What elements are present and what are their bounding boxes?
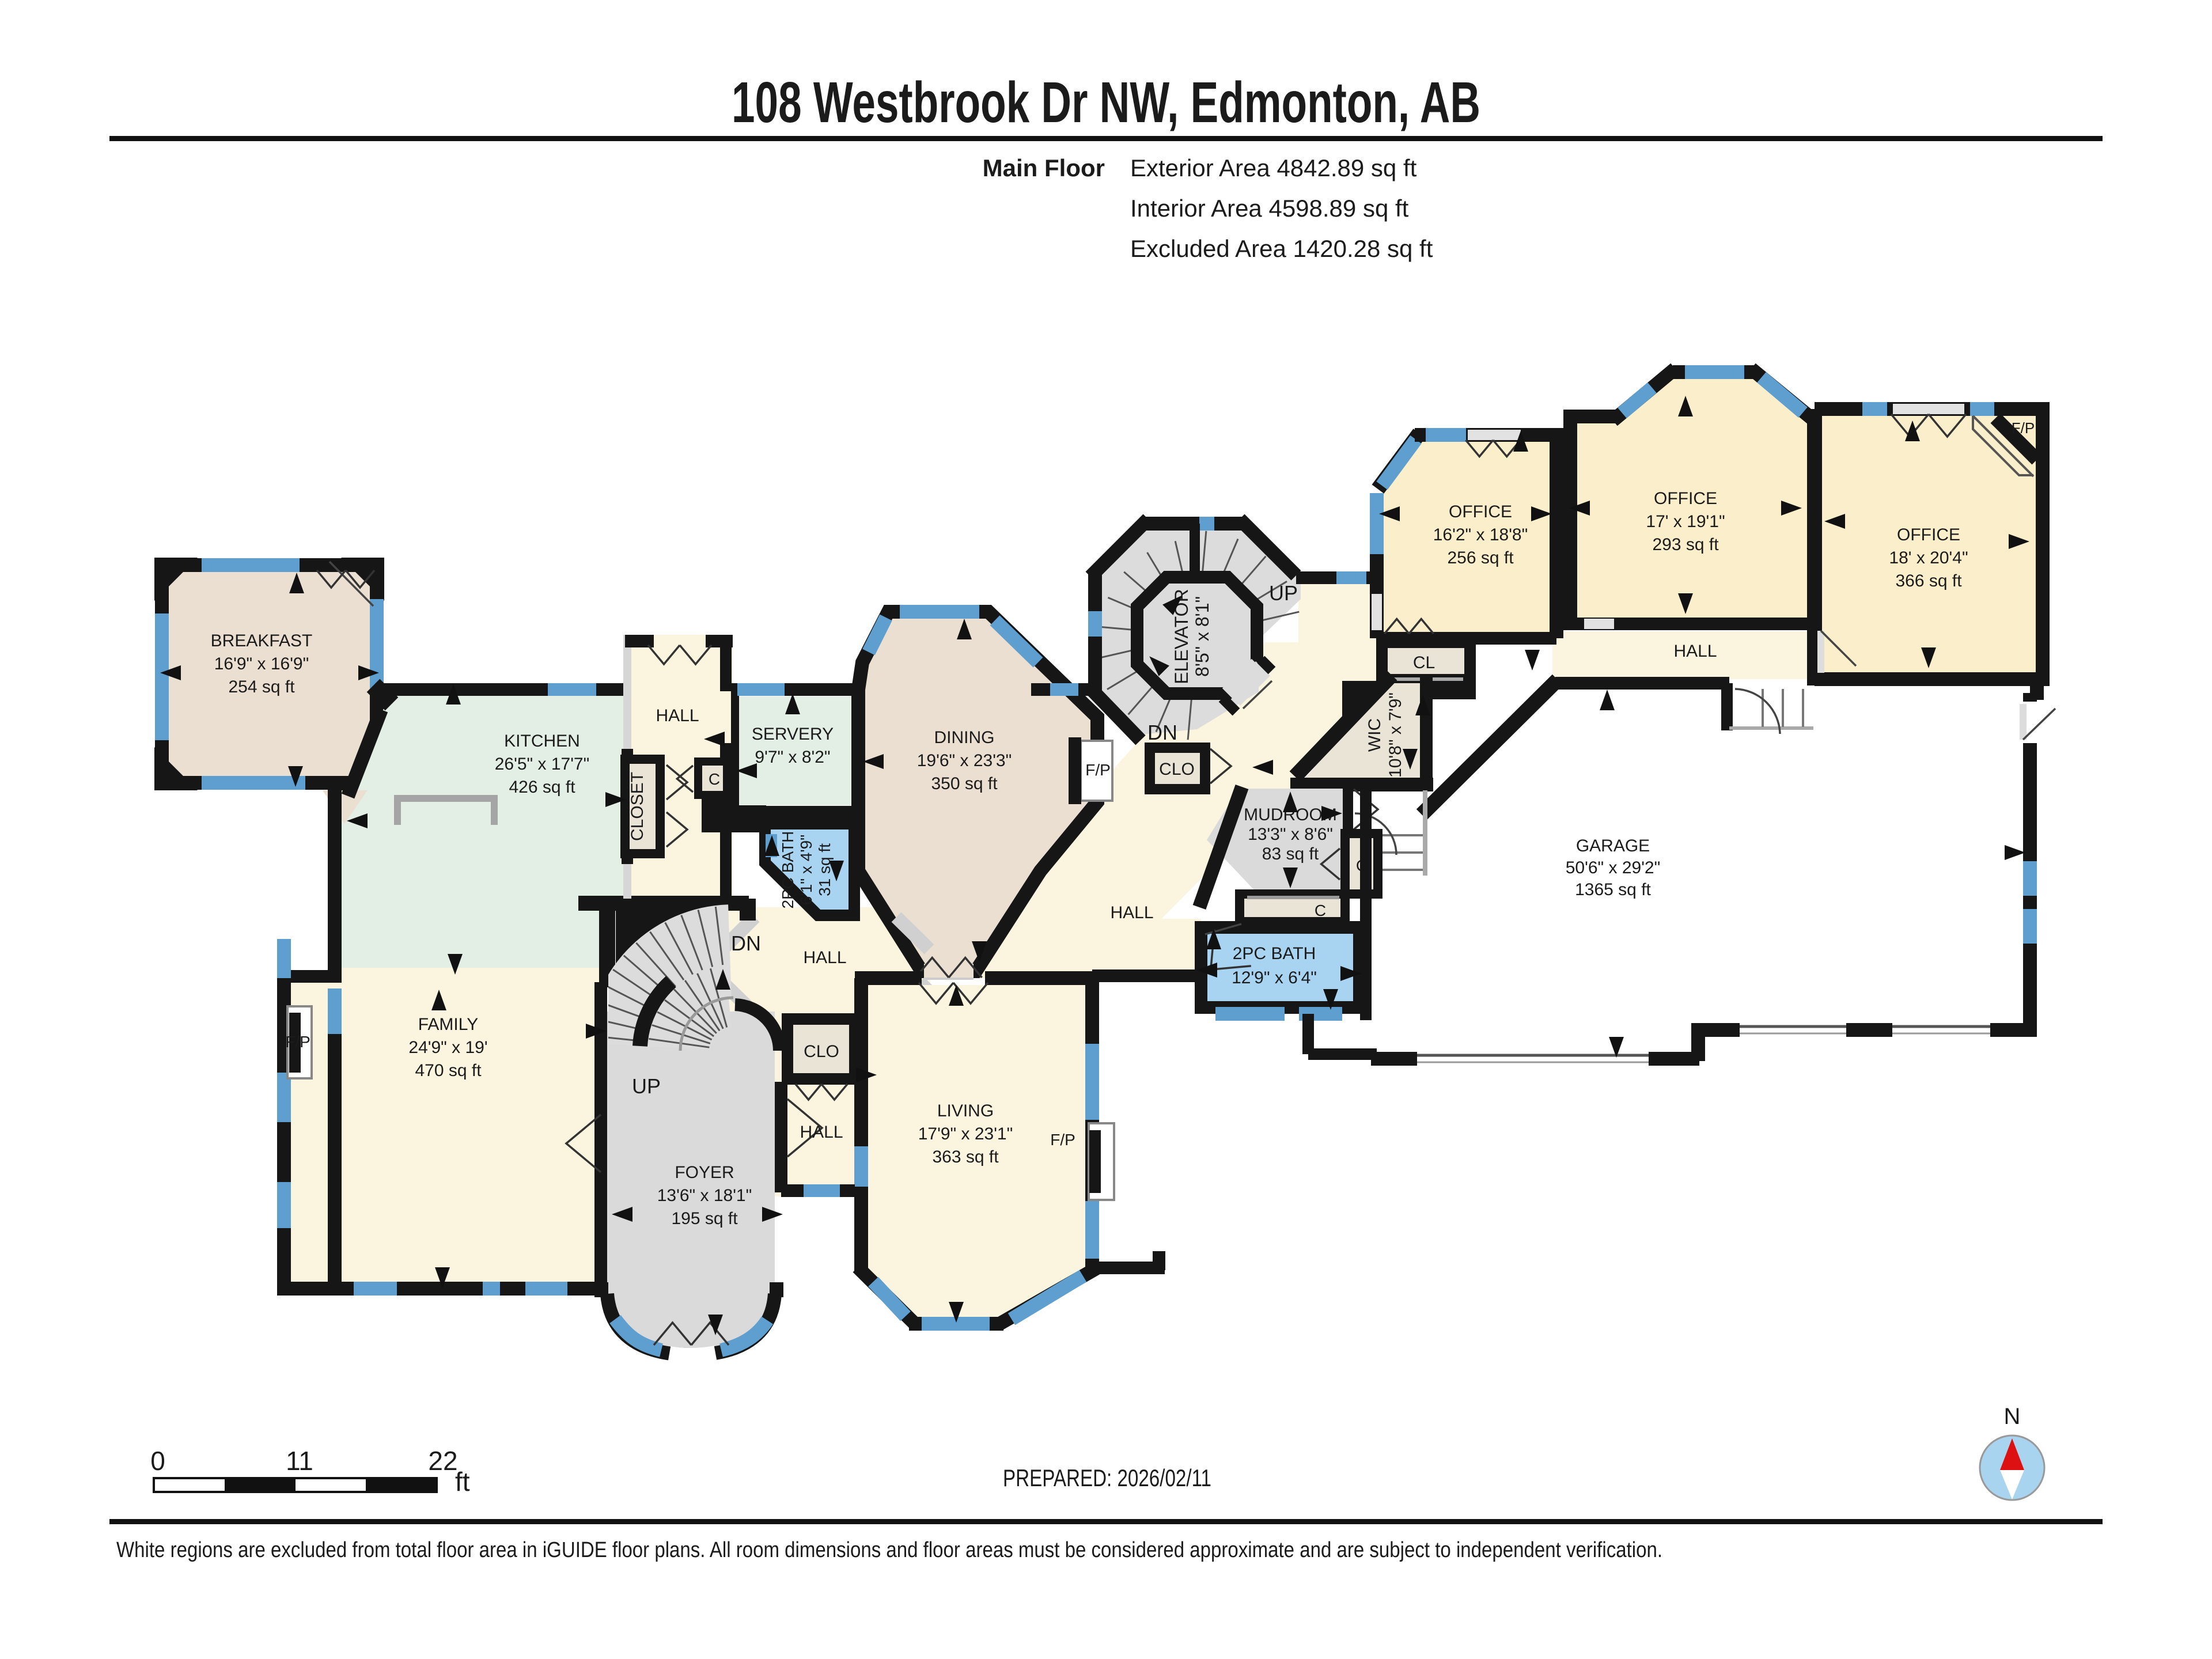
svg-text:F/P: F/P — [1050, 1131, 1075, 1149]
svg-text:FOYER: FOYER — [675, 1163, 734, 1182]
svg-text:BREAKFAST: BREAKFAST — [211, 631, 313, 650]
svg-text:256 sq ft: 256 sq ft — [1447, 548, 1514, 567]
svg-text:ft: ft — [455, 1467, 470, 1497]
svg-text:C: C — [1315, 902, 1326, 919]
svg-text:2PC BATH: 2PC BATH — [1233, 944, 1316, 963]
svg-text:N: N — [2004, 1404, 2021, 1429]
svg-text:363 sq ft: 363 sq ft — [932, 1147, 999, 1166]
svg-text:18' x 20'4": 18' x 20'4" — [1889, 548, 1968, 567]
svg-text:13'6" x 18'1": 13'6" x 18'1" — [657, 1186, 752, 1205]
svg-text:SERVERY: SERVERY — [752, 725, 834, 744]
svg-text:10'8" x 7'9": 10'8" x 7'9" — [1386, 692, 1405, 778]
svg-text:24'9" x 19': 24'9" x 19' — [408, 1038, 487, 1057]
svg-text:F/P: F/P — [2012, 419, 2035, 437]
svg-text:470 sq ft: 470 sq ft — [415, 1061, 482, 1080]
svg-text:293 sq ft: 293 sq ft — [1652, 535, 1719, 554]
svg-text:195 sq ft: 195 sq ft — [671, 1209, 738, 1228]
svg-text:254 sq ft: 254 sq ft — [228, 677, 295, 696]
svg-text:426 sq ft: 426 sq ft — [509, 778, 575, 797]
svg-text:CL: CL — [1413, 653, 1435, 672]
svg-text:UP: UP — [632, 1074, 661, 1098]
svg-text:PREPARED: 2026/02/11: PREPARED: 2026/02/11 — [1003, 1464, 1211, 1491]
svg-text:OFFICE: OFFICE — [1897, 525, 1960, 544]
svg-text:UP: UP — [1269, 581, 1298, 605]
svg-text:16'2" x 18'8": 16'2" x 18'8" — [1433, 525, 1528, 544]
svg-text:Main Floor: Main Floor — [983, 154, 1105, 181]
svg-text:50'6" x 29'2": 50'6" x 29'2" — [1566, 858, 1661, 877]
svg-text:108 Westbrook Dr NW, Edmonton,: 108 Westbrook Dr NW, Edmonton, AB — [732, 70, 1480, 135]
svg-text:HALL: HALL — [800, 1123, 843, 1142]
svg-text:CLO: CLO — [1159, 760, 1195, 779]
svg-text:Interior Area 4598.89 sq ft: Interior Area 4598.89 sq ft — [1130, 195, 1409, 222]
svg-text:9'7" x 8'2": 9'7" x 8'2" — [755, 748, 830, 767]
svg-text:GARAGE: GARAGE — [1576, 836, 1650, 855]
svg-text:OFFICE: OFFICE — [1449, 502, 1512, 521]
svg-text:Exterior Area 4842.89 sq ft: Exterior Area 4842.89 sq ft — [1130, 154, 1417, 181]
svg-text:22: 22 — [428, 1446, 457, 1476]
svg-text:CLOSET: CLOSET — [628, 772, 647, 841]
svg-text:DN: DN — [1147, 721, 1177, 744]
svg-text:C: C — [709, 770, 720, 788]
svg-text:White regions are excluded fro: White regions are excluded from total fl… — [116, 1538, 1662, 1562]
svg-text:HALL: HALL — [656, 706, 699, 725]
svg-text:CLO: CLO — [804, 1042, 839, 1061]
svg-text:WIC: WIC — [1365, 718, 1384, 752]
svg-text:6'1" x 4'9": 6'1" x 4'9" — [797, 835, 815, 905]
svg-text:13'3" x 8'6": 13'3" x 8'6" — [1248, 825, 1333, 844]
svg-text:12'9" x 6'4": 12'9" x 6'4" — [1232, 968, 1317, 987]
svg-text:17' x 19'1": 17' x 19'1" — [1646, 512, 1725, 531]
svg-text:F/P: F/P — [1085, 761, 1111, 779]
svg-text:8'5" x 8'1": 8'5" x 8'1" — [1192, 596, 1213, 677]
svg-text:FAMILY: FAMILY — [418, 1015, 478, 1034]
svg-text:17'9" x 23'1": 17'9" x 23'1" — [918, 1124, 1013, 1143]
svg-text:LIVING: LIVING — [937, 1101, 994, 1120]
svg-text:0: 0 — [150, 1446, 165, 1476]
svg-text:366 sq ft: 366 sq ft — [1895, 571, 1962, 590]
svg-text:350 sq ft: 350 sq ft — [931, 774, 998, 793]
svg-text:26'5" x 17'7": 26'5" x 17'7" — [495, 755, 590, 774]
svg-text:31 sq ft: 31 sq ft — [816, 843, 834, 896]
svg-text:DINING: DINING — [934, 728, 995, 747]
svg-text:83 sq ft: 83 sq ft — [1262, 844, 1319, 863]
svg-text:19'6" x 23'3": 19'6" x 23'3" — [917, 751, 1012, 770]
svg-text:OFFICE: OFFICE — [1654, 489, 1717, 508]
svg-text:HALL: HALL — [1110, 903, 1153, 922]
svg-text:11: 11 — [286, 1446, 313, 1476]
svg-text:2PC BATH: 2PC BATH — [779, 831, 797, 909]
svg-text:16'9" x 16'9": 16'9" x 16'9" — [214, 654, 309, 673]
svg-text:DN: DN — [731, 931, 761, 955]
svg-text:KITCHEN: KITCHEN — [504, 732, 580, 751]
svg-text:1365 sq ft: 1365 sq ft — [1575, 880, 1651, 899]
svg-text:F/P: F/P — [285, 1033, 310, 1051]
svg-text:HALL: HALL — [803, 948, 846, 967]
svg-text:Excluded Area 1420.28 sq ft: Excluded Area 1420.28 sq ft — [1130, 235, 1433, 262]
svg-text:HALL: HALL — [1673, 642, 1717, 661]
